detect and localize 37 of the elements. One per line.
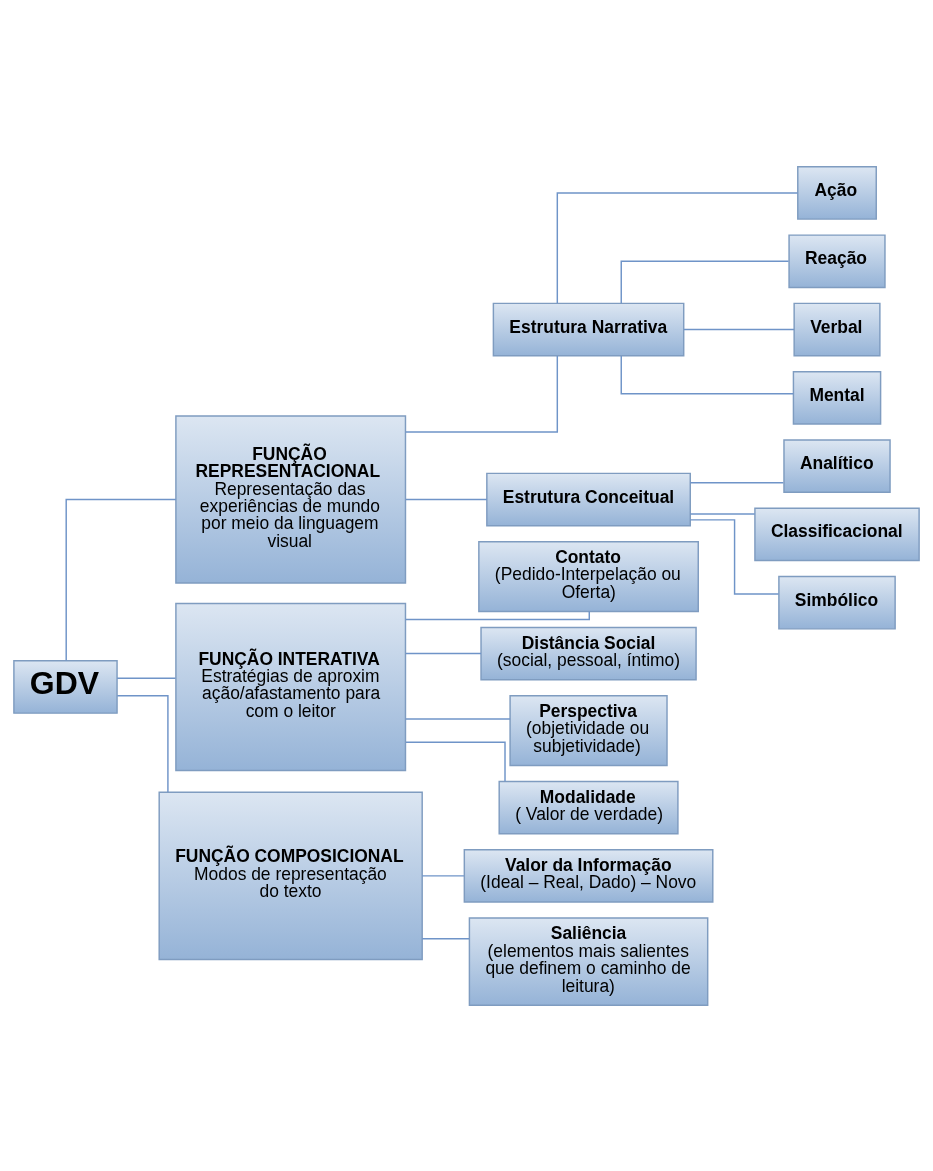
connector bbox=[556, 191, 799, 304]
connector bbox=[683, 328, 795, 330]
node-box: Mental bbox=[792, 370, 882, 425]
connector bbox=[421, 937, 470, 939]
node-box: Simbólico bbox=[778, 575, 896, 630]
connector bbox=[65, 498, 177, 661]
node-box: Saliência (elementos mais salientes que definem o caminho de leitura) bbox=[468, 916, 709, 1006]
connector bbox=[620, 354, 795, 395]
connector bbox=[689, 518, 780, 595]
connector bbox=[405, 652, 482, 654]
connector bbox=[405, 498, 488, 500]
node-box: Ação bbox=[797, 165, 877, 220]
node-box: Analítico bbox=[783, 438, 891, 493]
connector bbox=[405, 610, 590, 620]
node-box: Contato (Pedido-Interpelação ou Oferta) bbox=[478, 540, 699, 612]
node-box: GDV bbox=[13, 659, 118, 714]
node-box: Modalidade ( Valor de verdade) bbox=[498, 780, 679, 834]
connector bbox=[116, 694, 169, 793]
node-box: Estrutura Conceitual bbox=[486, 472, 691, 526]
connector bbox=[116, 677, 177, 679]
node-box: Valor da Informação (Ideal – Real, Dado) – Novo bbox=[463, 848, 714, 903]
connector bbox=[620, 260, 790, 304]
node-box: Reação bbox=[788, 233, 886, 288]
node-box: FUNÇÃO COMPOSICIONAL Modos de representação do texto bbox=[158, 791, 423, 960]
node-box: FUNÇÃO REPRESENTACIONAL Representação das experiências de mundo por meio da linguagem visual bbox=[175, 414, 407, 584]
node-box: Estrutura Narrativa bbox=[492, 302, 685, 356]
connector bbox=[404, 354, 559, 433]
node-box: Distância Social (social, pessoal, íntimo) bbox=[480, 626, 697, 680]
node-box: Perspectiva (objetividade ou subjetividade) bbox=[509, 694, 668, 766]
node-box: Classificacional bbox=[754, 507, 920, 561]
connector bbox=[689, 481, 785, 484]
connector bbox=[405, 717, 511, 720]
node-box: Verbal bbox=[793, 302, 881, 356]
connector bbox=[421, 874, 465, 877]
connector bbox=[405, 740, 506, 782]
connector bbox=[689, 512, 756, 515]
node-box: FUNÇÃO INTERATIVA Estratégias de aproximação/afastamento para com o leitor bbox=[175, 602, 407, 771]
